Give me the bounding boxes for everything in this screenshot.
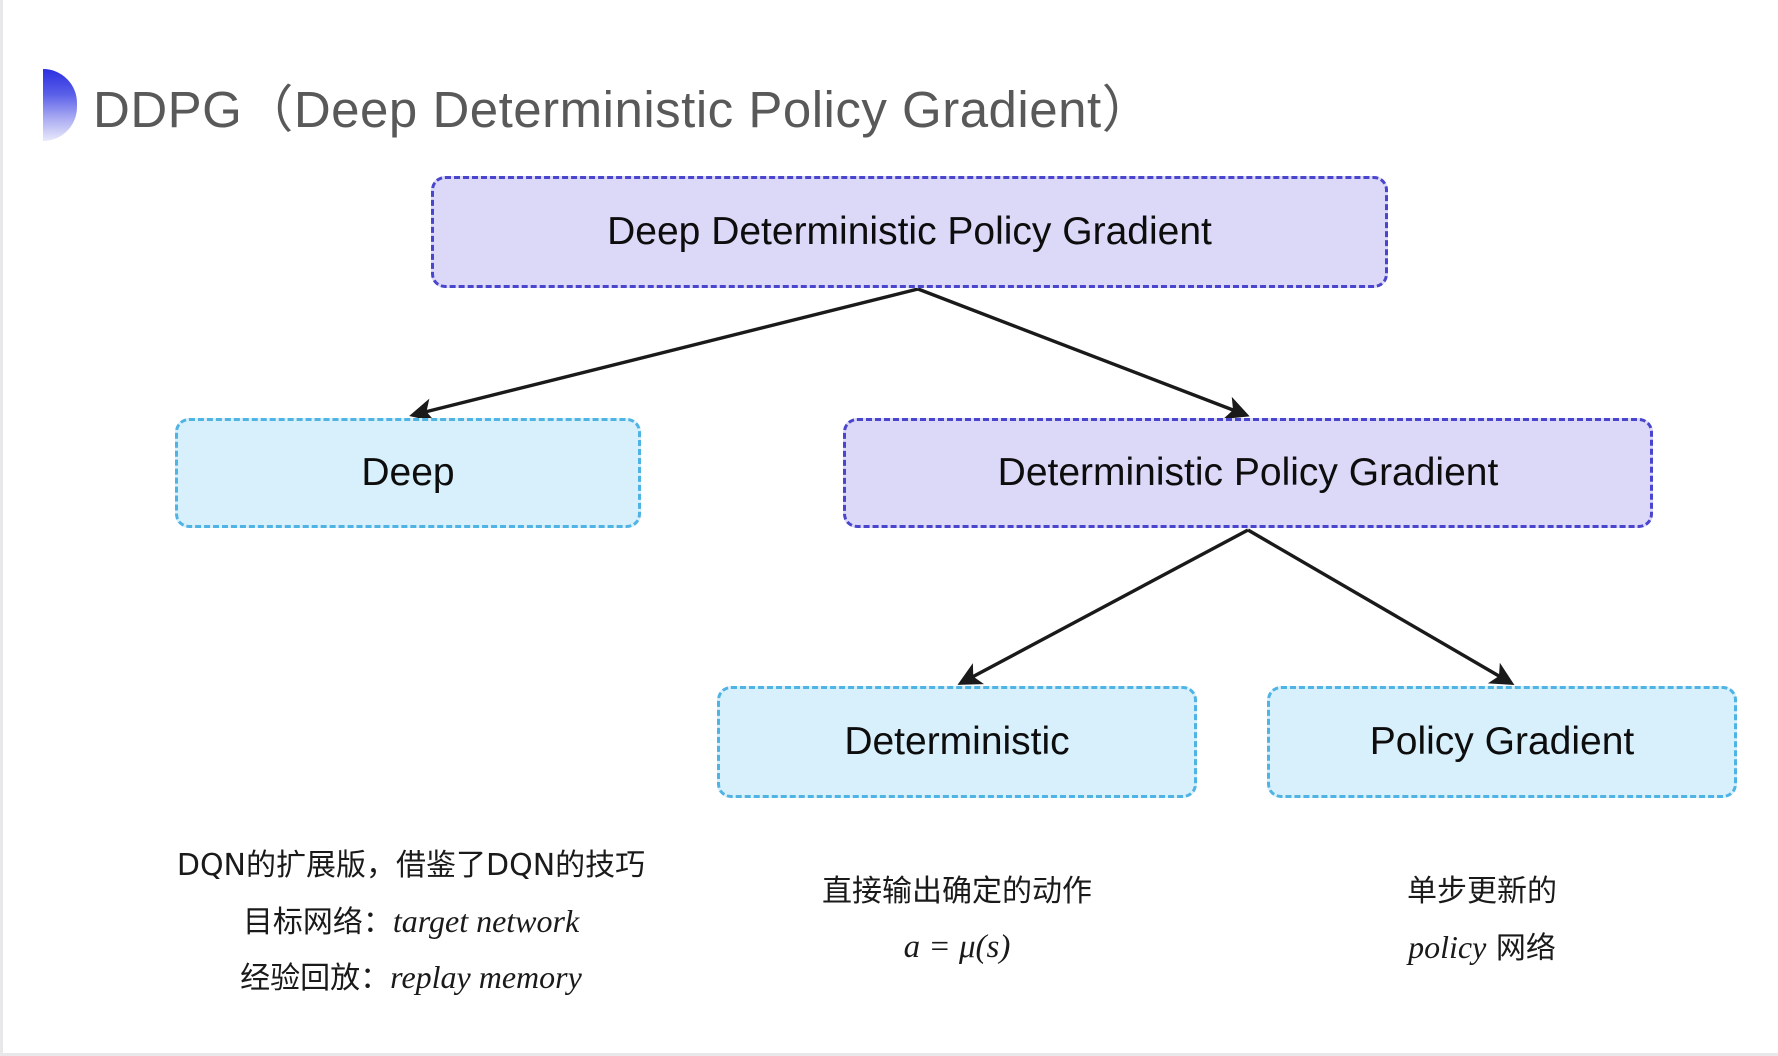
page-title: DDPG（Deep Deterministic Policy Gradient） xyxy=(43,65,1153,145)
node-label: Deterministic Policy Gradient xyxy=(997,450,1499,494)
node-policy-gradient[interactable]: Policy Gradient xyxy=(1267,686,1737,798)
title-text: DDPG（Deep Deterministic Policy Gradient） xyxy=(93,81,1154,138)
gradient-bullet-icon xyxy=(43,69,77,141)
edge-root-to-deep xyxy=(409,287,919,422)
node-deterministic[interactable]: Deterministic xyxy=(717,686,1197,798)
node-deterministic-policy-gradient[interactable]: Deterministic Policy Gradient xyxy=(843,418,1653,528)
node-deep[interactable]: Deep xyxy=(175,418,641,528)
annotation-deep-line2: 目标网络：target network xyxy=(151,893,671,950)
annotation-deep: DQN的扩展版，借鉴了DQN的技巧 目标网络：target network 经验… xyxy=(151,840,671,1006)
annotation-deep-line3-label: 经验回放： xyxy=(240,961,391,996)
annotation-det-formula: a = μ(s) xyxy=(903,928,1011,965)
node-label: Deterministic xyxy=(844,719,1070,763)
annotation-pg-line2: policy 网络 xyxy=(1247,919,1717,976)
edge-dpg-to-pg xyxy=(1247,528,1515,685)
node-label: Deep xyxy=(361,450,455,494)
node-label: Deep Deterministic Policy Gradient xyxy=(607,209,1212,253)
edge-root-to-dpg xyxy=(917,287,1250,419)
node-label: Policy Gradient xyxy=(1369,719,1635,763)
annotation-deep-line1: DQN的扩展版，借鉴了DQN的技巧 xyxy=(176,848,646,883)
annotation-deep-line3-value: replay memory xyxy=(390,959,582,995)
annotation-det-line1: 直接输出确定的动作 xyxy=(822,874,1092,909)
node-deep-deterministic-policy-gradient[interactable]: Deep Deterministic Policy Gradient xyxy=(431,176,1388,288)
edge-dpg-to-det xyxy=(957,528,1249,685)
annotation-deterministic: 直接输出确定的动作 a = μ(s) xyxy=(697,866,1217,976)
annotation-pg-line1: 单步更新的 xyxy=(1407,874,1557,909)
annotation-pg-line2-label: 网络 xyxy=(1486,930,1556,966)
annotation-deep-line3: 经验回放：replay memory xyxy=(151,949,671,1006)
annotation-deep-line2-label: 目标网络： xyxy=(242,904,393,940)
annotation-deep-line2-value: target network xyxy=(392,902,580,939)
annotation-pg-line2-value: policy xyxy=(1408,928,1487,965)
annotation-policy-gradient: 单步更新的 policy 网络 xyxy=(1247,866,1717,975)
